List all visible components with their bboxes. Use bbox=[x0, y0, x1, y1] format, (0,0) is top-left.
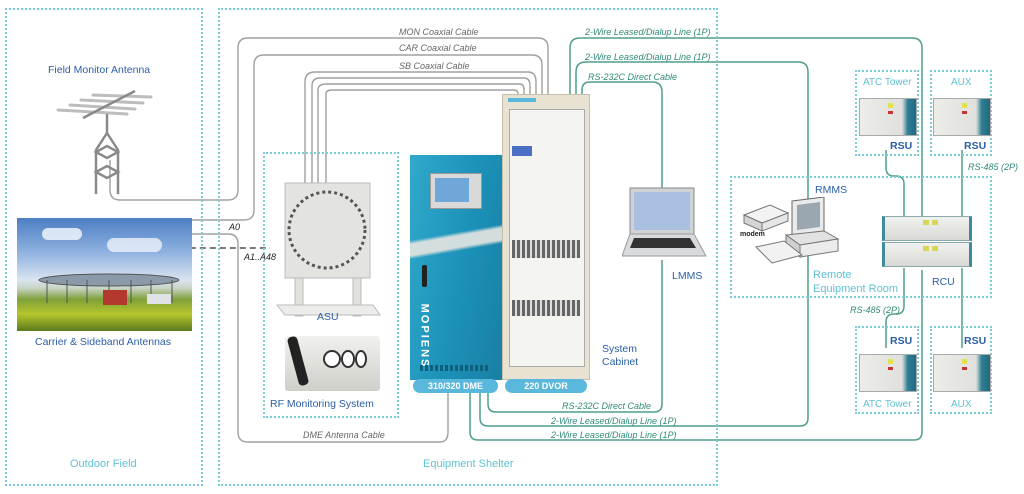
label-rmms: RMMS bbox=[815, 184, 848, 196]
label-lmms: LMMS bbox=[672, 270, 703, 282]
cable-label-sb-coax: SB Coaxial Cable bbox=[399, 61, 470, 71]
signal-label-a0: A0 bbox=[229, 222, 241, 232]
cable-label-car-coax: CAR Coaxial Cable bbox=[399, 43, 477, 53]
cable-label-rs232-bottom: RS-232C Direct Cable bbox=[562, 401, 652, 411]
rs232-top-line bbox=[581, 81, 663, 190]
cable-label-leased-bottom-1: 2-Wire Leased/Dialup Line (1P) bbox=[551, 416, 677, 426]
zone-equipment-shelter bbox=[218, 8, 718, 486]
zone-rf-group bbox=[263, 152, 399, 418]
dme-cabinet: MOPIENS bbox=[410, 155, 502, 380]
rsu-unit-aux-top bbox=[933, 98, 991, 136]
asu-unit-icon bbox=[275, 182, 381, 317]
dme-brand-text: MOPIENS bbox=[418, 303, 431, 369]
label-rsu-atc-bottom: RSU bbox=[890, 335, 913, 347]
zone-label-outdoor-field: Outdoor Field bbox=[70, 458, 137, 470]
label-asu: ASU bbox=[317, 311, 339, 323]
zone-aux-top bbox=[930, 70, 992, 156]
label-rsu-aux-bottom: RSU bbox=[964, 335, 987, 347]
dvor-cabinet bbox=[502, 94, 590, 380]
label-system-cabinet-2: Cabinet bbox=[602, 356, 639, 368]
field-monitor-antenna-icon bbox=[56, 89, 153, 194]
leased-line-bottom-2 bbox=[469, 270, 923, 441]
leased-line-top-1 bbox=[569, 37, 923, 220]
dme-display bbox=[430, 173, 482, 209]
rcu-unit bbox=[882, 216, 972, 268]
cable-label-leased-top-2: 2-Wire Leased/Dialup Line (1P) bbox=[585, 52, 711, 62]
cable-label-mon-coax: MON Coaxial Cable bbox=[399, 27, 479, 37]
cable-label-rs232-top: RS-232C Direct Cable bbox=[588, 72, 678, 82]
asu-feed-2 bbox=[311, 77, 531, 200]
zone-label-equipment-shelter: Equipment Shelter bbox=[423, 458, 514, 470]
label-modem: modem bbox=[740, 231, 765, 238]
cable-label-dme-antenna: DME Antenna Cable bbox=[303, 430, 385, 440]
zone-atc-tower-bottom bbox=[855, 326, 919, 414]
cable-label-rs485-bottom: RS-485 (2P) bbox=[850, 305, 901, 315]
rsu-unit-aux-bottom bbox=[933, 354, 991, 392]
rmms-computer-icon bbox=[742, 197, 840, 264]
label-rsu-atc-top: RSU bbox=[890, 140, 913, 152]
label-field-monitor-antenna: Field Monitor Antenna bbox=[48, 64, 151, 76]
asu-feed-1 bbox=[304, 71, 537, 200]
zone-outdoor-field bbox=[5, 8, 203, 486]
zone-label-aux-top: AUX bbox=[951, 77, 972, 88]
rsu-unit-atc-top bbox=[859, 98, 917, 136]
carrier-sideband-antennas-photo bbox=[17, 218, 192, 331]
leased-line-bottom-1 bbox=[479, 235, 809, 427]
badge-dvor: 220 DVOR bbox=[505, 379, 587, 393]
zone-label-atc-tower-bottom: ATC Tower bbox=[863, 399, 912, 410]
label-system-cabinet-1: System bbox=[602, 343, 638, 355]
mon-coax-cable bbox=[109, 37, 549, 201]
label-rsu-aux-top: RSU bbox=[964, 140, 987, 152]
rs232-bottom-line bbox=[487, 260, 663, 413]
leased-line-top-2 bbox=[575, 61, 809, 205]
label-rf-monitoring-system: RF Monitoring System bbox=[270, 398, 374, 410]
rs485-atc-bottom bbox=[885, 268, 905, 348]
cable-label-rs485-top: RS-485 (2P) bbox=[968, 162, 1019, 172]
cable-label-leased-top-1: 2-Wire Leased/Dialup Line (1P) bbox=[585, 27, 711, 37]
badge-dme: 310/320 DME bbox=[413, 379, 498, 393]
rf-monitoring-system-photo bbox=[285, 335, 380, 391]
label-rcu: RCU bbox=[932, 276, 955, 288]
zone-label-atc-tower-top: ATC Tower bbox=[863, 77, 912, 88]
signal-label-a1-a48: A1..A48 bbox=[244, 252, 277, 262]
label-carrier-sideband-antennas: Carrier & Sideband Antennas bbox=[35, 336, 172, 348]
cable-label-leased-bottom-2: 2-Wire Leased/Dialup Line (1P) bbox=[551, 430, 677, 440]
zone-atc-tower-top bbox=[855, 70, 919, 156]
rsu-unit-atc-bottom bbox=[859, 354, 917, 392]
asu-feed-3 bbox=[317, 83, 525, 200]
zone-remote-equipment-room bbox=[730, 176, 992, 298]
asu-feed-4 bbox=[325, 89, 519, 200]
zone-aux-bottom bbox=[930, 326, 992, 414]
zone-label-remote-equipment-room-text: Remote Equipment Room bbox=[813, 268, 898, 296]
lmms-laptop-icon bbox=[622, 187, 707, 257]
zone-label-aux-bottom: AUX bbox=[951, 399, 972, 410]
